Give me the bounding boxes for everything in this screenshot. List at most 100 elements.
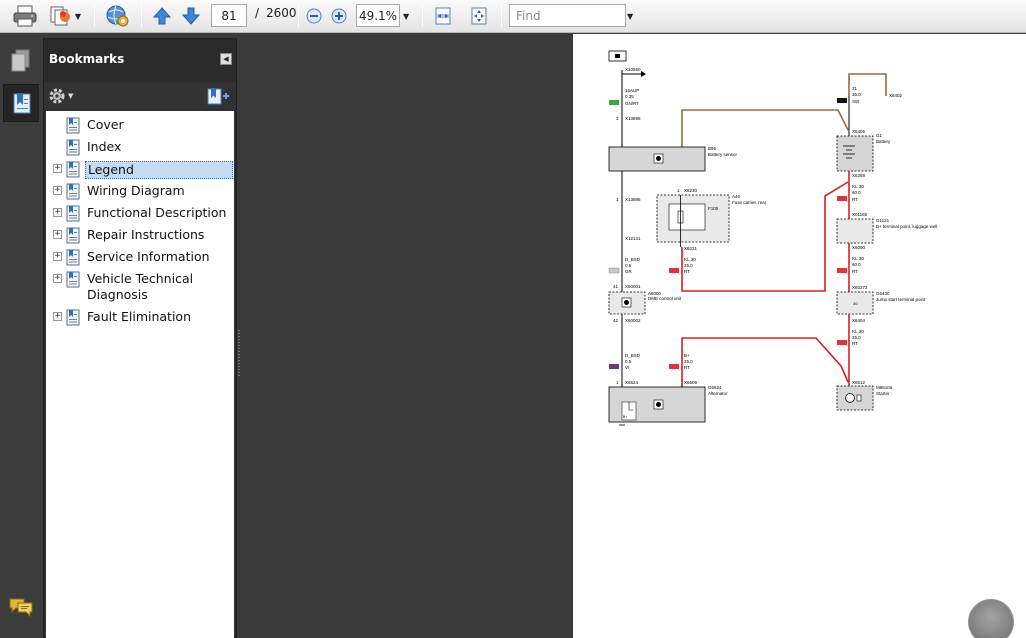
bookmark-page-icon — [66, 139, 80, 159]
print-icon — [13, 5, 37, 27]
splitter-grip[interactable] — [238, 330, 240, 376]
zoom-input[interactable]: 49.1% — [356, 4, 400, 27]
wiring-diagram: X10550 15AUP 0.35 GN/RT 3 X13895 B95 Bat… — [608, 50, 937, 426]
label-pin1b: 1 — [677, 188, 680, 193]
zoom-in-button[interactable] — [330, 4, 348, 28]
label-rtd: RT — [852, 269, 858, 274]
label-kl30b: KL.30 — [852, 184, 864, 189]
settings-button[interactable] — [103, 4, 133, 28]
toolbar-divider — [298, 5, 299, 27]
label-pin42: 42 — [613, 318, 619, 323]
label-250c: 25.0 — [852, 335, 861, 340]
label-035: 0.35 — [625, 94, 634, 99]
wire-red-f105 — [681, 181, 849, 292]
new-bookmark-button[interactable] — [207, 87, 229, 108]
pdf-page[interactable] — [573, 34, 1026, 638]
label-battery: Battery — [876, 139, 891, 144]
bookmark-page-icon — [66, 205, 80, 225]
bookmarks-panel: Bookmarks ◀ ▼ Cover Ind — [43, 38, 237, 638]
bookmark-functional-description[interactable]: + Functional Description — [46, 204, 234, 224]
bookmark-page-icon — [66, 271, 80, 291]
page-number-input[interactable]: 81 — [211, 4, 247, 27]
chevron-down-icon[interactable]: ▼ — [403, 12, 410, 21]
label-alternator: Alternator — [708, 391, 728, 396]
label-bplus: B+ — [684, 353, 690, 358]
bookmark-service-information[interactable]: + Service Information — [46, 248, 234, 268]
bookmark-label: Vehicle Technical — [87, 271, 194, 286]
label-pin1c: 1 — [616, 380, 619, 385]
label-600a: 60.0 — [852, 190, 861, 195]
arrow-up-icon — [152, 7, 172, 25]
bookmark-page-icon — [66, 183, 80, 203]
print-button[interactable] — [10, 4, 40, 28]
bookmark-legend[interactable]: + Legend — [46, 160, 234, 180]
label-pin41: 41 — [613, 284, 619, 289]
bookmark-label: Cover — [87, 117, 124, 132]
label-x6359: X6359 — [852, 173, 866, 178]
bookmark-cover[interactable]: Cover — [46, 116, 234, 136]
expand-plus-icon[interactable]: + — [53, 229, 62, 239]
arrow-icon — [641, 71, 646, 77]
label-05b: 0.5 — [625, 359, 632, 364]
wire-brown-ground — [848, 73, 887, 96]
find-input[interactable]: Find — [509, 4, 626, 27]
comments-button[interactable] — [3, 588, 39, 626]
bookmarks-icon — [13, 93, 30, 114]
collapse-panel-button[interactable]: ◀ — [220, 53, 232, 65]
zoom-out-button[interactable] — [305, 4, 323, 28]
bookmarks-title: Bookmarks — [49, 52, 125, 66]
label-pin1a: 1 — [616, 197, 619, 202]
bookmark-options-button[interactable]: ▼ — [48, 87, 73, 105]
component-m6510a — [836, 385, 874, 411]
component-g6430 — [836, 291, 874, 315]
page-thumbnails-button[interactable] — [3, 42, 39, 80]
expand-plus-icon[interactable]: + — [53, 273, 62, 283]
label-x10550: X10550 — [625, 67, 641, 72]
fit-page-button[interactable] — [467, 4, 491, 28]
label-31: 31 — [852, 86, 858, 91]
expand-plus-icon[interactable]: + — [53, 185, 62, 195]
label-rta: RT — [684, 269, 690, 274]
label-m6510a: M6510a — [876, 385, 893, 390]
label-x13895b: X13895 — [625, 197, 641, 202]
expand-plus-icon[interactable]: + — [53, 163, 62, 173]
bookmark-label: Repair Instructions — [87, 227, 205, 242]
wire-color-swatch — [837, 98, 847, 103]
label-600b: 60.0 — [852, 262, 861, 267]
label-15aup: 15AUP — [625, 88, 639, 93]
previous-page-button[interactable] — [150, 4, 174, 28]
wire-color-swatch — [608, 267, 620, 274]
fit-page-icon — [471, 7, 487, 25]
chevron-down-icon[interactable]: ▼ — [627, 12, 634, 21]
pages-button[interactable]: ▼ — [48, 4, 82, 28]
new-bookmark-icon — [207, 88, 229, 105]
comments-icon — [9, 598, 33, 617]
bookmark-fault-elimination[interactable]: + Fault Elimination — [46, 308, 234, 328]
bookmark-repair-instructions[interactable]: + Repair Instructions — [46, 226, 234, 246]
expand-plus-icon[interactable]: + — [53, 311, 62, 321]
chevron-down-icon[interactable]: ▼ — [74, 11, 82, 21]
bookmark-label: Legend — [85, 161, 233, 179]
bookmark-vehicle-technical-diagnosis[interactable]: + Vehicle Technical Diagnosis — [46, 270, 234, 308]
label-x6406: X6406 — [852, 129, 866, 134]
label-gr: GR — [625, 269, 633, 274]
label-350: 35.0 — [852, 92, 861, 97]
label-x6509: X6509 — [684, 380, 698, 385]
expand-plus-icon[interactable]: + — [53, 207, 62, 217]
fit-width-button[interactable] — [431, 4, 455, 28]
bookmark-label-line2: Diagnosis — [87, 287, 148, 302]
label-x60001: X60001 — [625, 284, 641, 289]
label-kl30a: KL.30 — [684, 257, 696, 262]
label-x60272: X60272 — [852, 285, 868, 290]
bookmarks-panel-button[interactable] — [3, 84, 39, 122]
next-page-button[interactable] — [179, 4, 203, 28]
toolbar-divider — [94, 5, 95, 27]
page-navigator-widget[interactable] — [968, 599, 1014, 638]
page-thumbnails-icon — [11, 49, 30, 72]
bookmark-wiring-diagram[interactable]: + Wiring Diagram — [46, 182, 234, 202]
label-250a: 25.0 — [684, 263, 693, 268]
component-symbol: 30 — [853, 301, 858, 306]
expand-plus-icon[interactable]: + — [53, 251, 62, 261]
arrow-down-icon — [181, 7, 201, 25]
bookmark-index[interactable]: Index — [46, 138, 234, 158]
